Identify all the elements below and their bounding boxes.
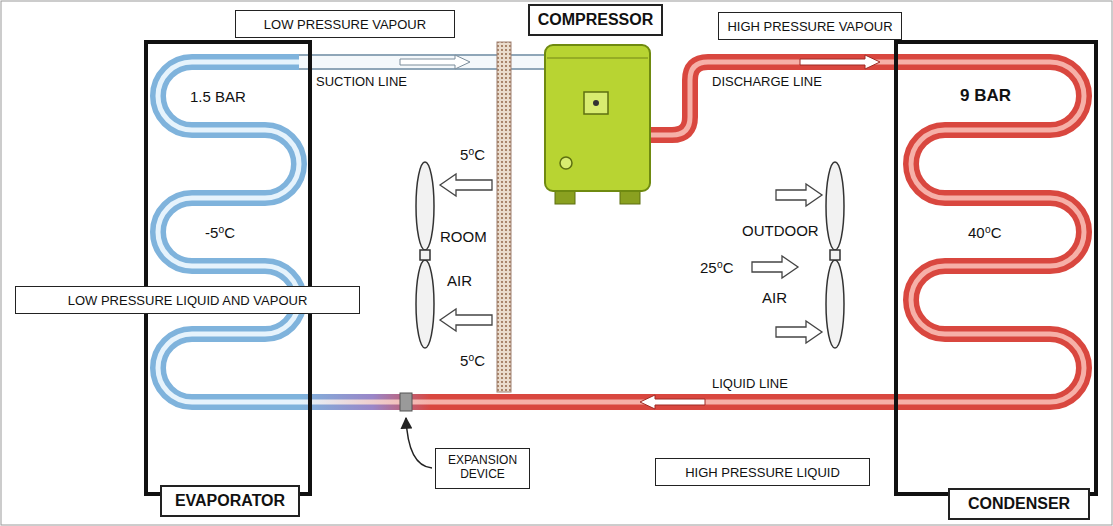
component-title: CONDENSER [948,488,1090,520]
wall [497,42,511,392]
flow-arrow [400,55,470,69]
process-label: LOW PRESSURE LIQUID AND VAPOUR [15,286,360,314]
box-text: CONDENSER [968,494,1070,513]
air-label: AIR [762,289,787,307]
pressure-label: 1.5 BAR [190,88,246,106]
component-title: COMPRESSOR [528,4,663,36]
box-text: LOW PRESSURE LIQUID AND VAPOUR [68,293,308,309]
expansion-valve [400,393,412,411]
temperature-label: -5⁰C [205,224,235,242]
process-label: LOW PRESSURE VAPOUR [235,10,455,38]
temperature-label: 5⁰C [460,352,485,370]
temperature-label: 40⁰C [968,224,1002,242]
evaporator-coil [158,62,300,402]
temperature-label: 5⁰C [460,146,485,164]
process-label: HIGH PRESSURE VAPOUR [718,12,902,40]
box-text: HIGH PRESSURE VAPOUR [727,19,892,35]
air-label: OUTDOOR [742,222,819,240]
expansion-pipe [299,402,433,403]
evaporator-outline [146,42,310,494]
air-label: AIR [447,272,472,290]
flow-arrow [640,395,705,409]
line-label: DISCHARGE LINE [712,74,822,90]
air-label: ROOM [440,228,487,246]
box-text: LOW PRESSURE VAPOUR [264,17,426,33]
condenser-outline [896,42,1096,494]
temperature-label: 25⁰C [700,259,734,277]
box-text: COMPRESSOR [538,10,654,29]
leader-line [406,418,432,468]
process-label: HIGH PRESSURE LIQUID [655,458,870,486]
evaporator-fan [416,162,434,348]
condenser-fan [826,162,844,348]
callout-box: EXPANSION DEVICE [435,448,530,489]
box-text: HIGH PRESSURE LIQUID [685,465,840,481]
compressor-symbol [545,45,650,204]
air-arrows [440,174,822,343]
component-title: EVAPORATOR [160,485,300,517]
line-label: SUCTION LINE [316,74,407,90]
pressure-label: 9 BAR [960,86,1011,106]
box-text: EVAPORATOR [175,491,285,510]
flow-arrow [800,55,880,69]
line-label: LIQUID LINE [712,376,788,392]
condenser-coil [430,62,1084,402]
box-text: EXPANSION DEVICE [443,453,523,482]
